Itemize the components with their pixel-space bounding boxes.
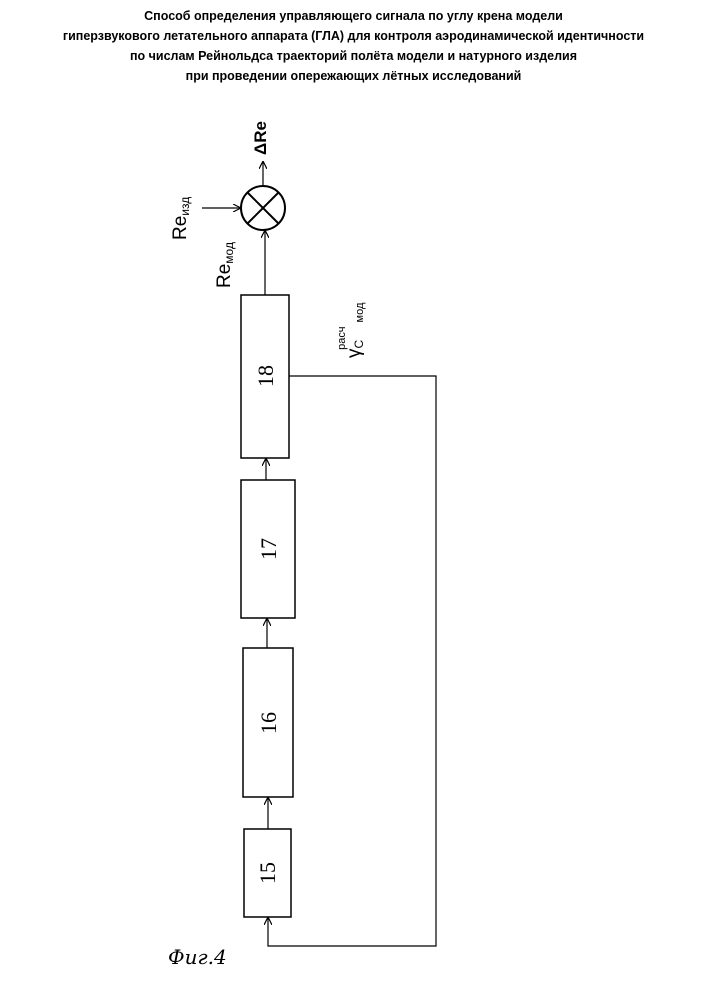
block-17: 17	[241, 480, 295, 618]
block-18: 18	[241, 295, 289, 458]
delta-re-label: ΔRe	[251, 121, 270, 155]
block-15-label: 15	[255, 862, 280, 884]
block-16: 16	[243, 648, 293, 797]
re-model-label: Reмод	[214, 242, 236, 288]
summing-junction	[241, 186, 285, 230]
gamma-feedback-label: γCрасчмод	[336, 302, 366, 358]
re-product-label: Reизд	[170, 197, 192, 240]
block-15: 15	[244, 829, 291, 917]
figure-caption: Фиг.4	[168, 945, 227, 969]
block-17-label: 17	[256, 538, 281, 560]
block-16-label: 16	[256, 712, 281, 734]
block-18-label: 18	[253, 365, 278, 387]
